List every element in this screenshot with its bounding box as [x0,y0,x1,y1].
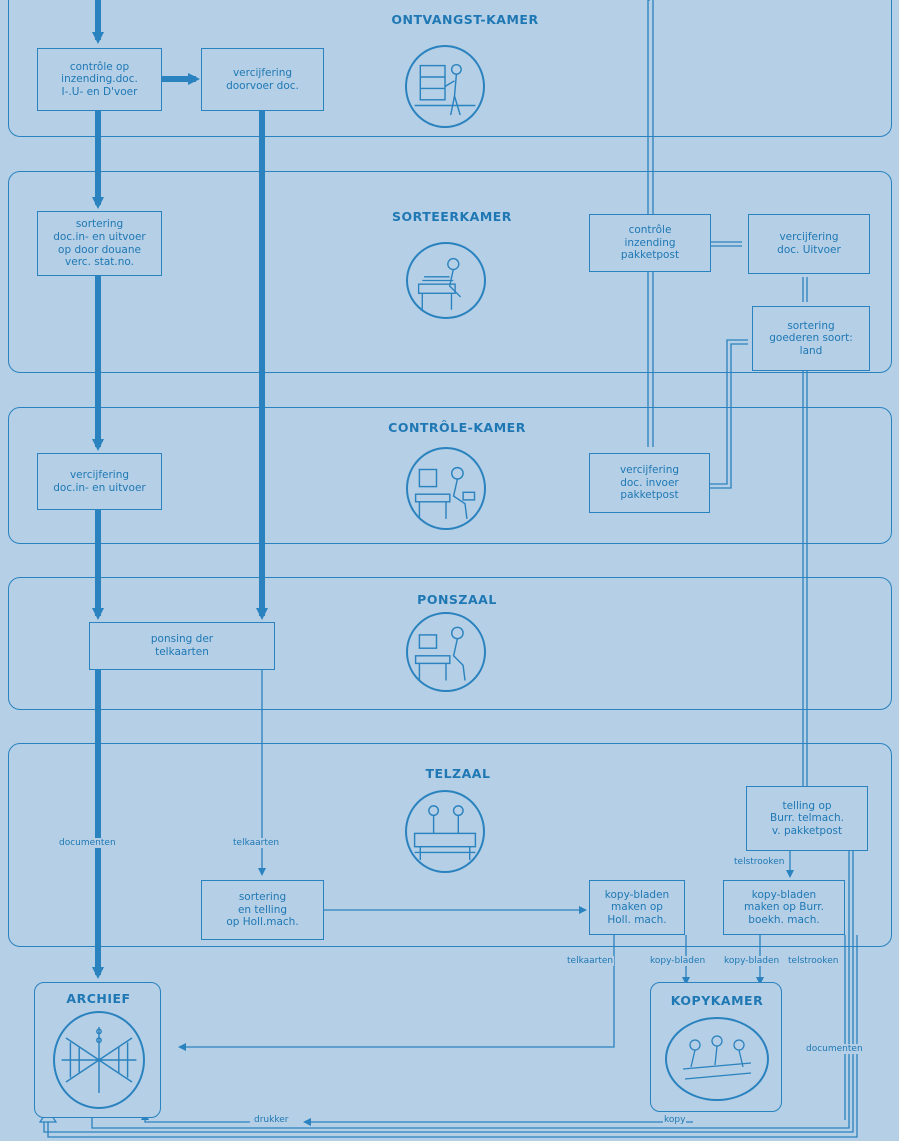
illustration-reception [405,45,485,128]
box-vercijfering-doorvoer: vercijfering doorvoer doc. [201,48,324,111]
box-vercijfering-invoer: vercijfering doc. invoer pakketpost [589,453,710,513]
room-title-pons: PONSZAAL [417,592,497,607]
illustration-control [406,447,486,530]
illustration-archive [53,1011,145,1109]
box-sortering-doc: sortering doc.in- en uitvoer op door dou… [37,211,162,276]
label-telkaarten-mid: telkaarten [232,838,281,848]
box-controle-inzending: contrôle op inzending.doc. I-.U- en D'vo… [37,48,162,111]
archief-room: ARCHIEF [34,982,161,1118]
room-title-controle: CONTRÔLE-KAMER [388,420,526,435]
room-title-ontvangst: ONTVANGST-KAMER [391,12,539,27]
kopykamer-title: KOPYKAMER [670,993,764,1008]
box-controle-pakketpost: contrôle inzending pakketpost [589,214,711,272]
illustration-sorting [406,242,486,319]
label-documenten-left: documenten [58,838,117,848]
label-kopy-bladen-2: kopy-bladen [723,956,781,966]
box-sortering-holl: sortering en telling op Holl.mach. [201,880,324,940]
box-vercijfering-in-uit: vercijfering doc.in- en uitvoer [37,453,162,510]
label-telstrooken-top: telstrooken [733,857,786,867]
label-documenten-right: documenten [805,1044,864,1054]
kopykamer-room: KOPYKAMER [650,982,782,1112]
archief-title: ARCHIEF [66,991,131,1006]
room-pons [8,577,892,710]
label-telkaarten-bottom: telkaarten [566,956,615,966]
box-vercijfering-uitvoer: vercijfering doc. Uitvoer [748,214,870,274]
label-kopy-bladen-1: kopy-bladen [649,956,707,966]
illustration-counting [405,790,485,873]
box-kopy-holl: kopy-bladen maken op Holl. mach. [589,880,685,935]
box-telling-burr: telling op Burr. telmach. v. pakketpost [746,786,868,851]
room-controle [8,407,892,544]
illustration-punching [406,612,486,692]
room-title-sorteer: SORTEERKAMER [392,209,512,224]
label-drukker: drukker [253,1115,290,1125]
room-tel [8,743,892,947]
box-sortering-goederen: sortering goederen soort: land [752,306,870,371]
room-sorteer [8,171,892,373]
room-ontvangst [8,0,892,137]
label-telstrooken-bottom: telstrooken [787,956,840,966]
illustration-copyroom [665,1017,769,1101]
room-title-tel: TELZAAL [425,766,491,781]
label-kopy: kopy [663,1115,687,1125]
box-ponsing: ponsing der telkaarten [89,622,275,670]
box-kopy-burr: kopy-bladen maken op Burr. boekh. mach. [723,880,845,935]
